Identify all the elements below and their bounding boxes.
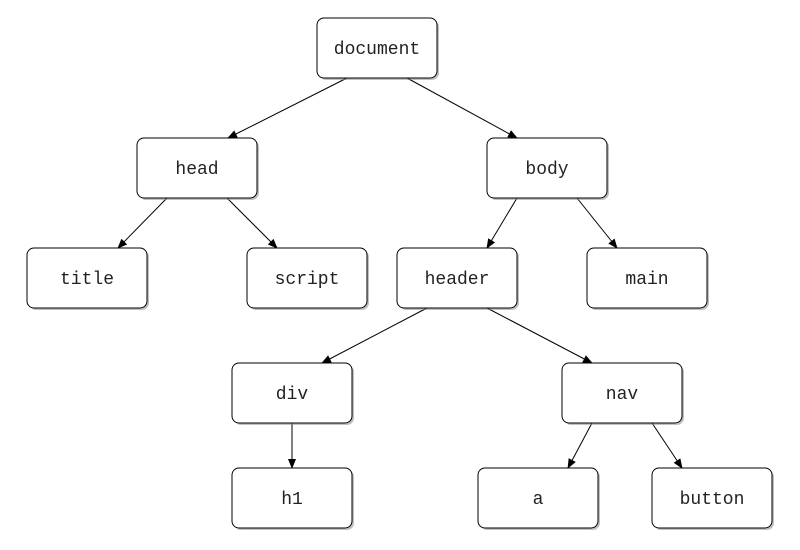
node-label-body: body: [525, 160, 568, 180]
node-label-main: main: [625, 270, 668, 290]
edge-document-to-body: [406, 77, 518, 139]
edge-head-to-title: [117, 197, 168, 249]
node-box: [651, 467, 773, 529]
node-nav: nav: [561, 362, 684, 425]
nodes-layer: document head body title script header main div…: [26, 17, 774, 530]
node-label-script: script: [275, 270, 340, 290]
node-label-head: head: [175, 160, 218, 180]
node-label-nav: nav: [606, 385, 639, 405]
node-h1: h1: [231, 467, 354, 530]
node-label-a: a: [533, 490, 544, 510]
node-body: body: [486, 137, 609, 200]
node-document: document: [316, 17, 439, 80]
node-label-h1: h1: [281, 490, 303, 510]
edge-head-to-script: [226, 197, 278, 249]
node-box: [586, 247, 708, 309]
edge-nav-to-a: [567, 422, 593, 469]
node-label-button: button: [680, 490, 745, 510]
node-box: [561, 362, 683, 424]
node-main: main: [586, 247, 709, 310]
node-label-header: header: [425, 270, 490, 290]
node-label-div: div: [276, 385, 309, 405]
node-box: [246, 247, 368, 309]
edges-layer: [117, 77, 683, 469]
node-a: a: [477, 467, 600, 530]
node-box: [136, 137, 258, 199]
node-label-title: title: [60, 270, 114, 290]
edge-document-to-head: [227, 77, 348, 139]
edge-header-to-div: [321, 307, 428, 364]
node-box: [26, 247, 148, 309]
edge-body-to-header: [486, 197, 518, 249]
node-box: [316, 17, 438, 79]
node-button: button: [651, 467, 774, 530]
node-box: [486, 137, 608, 199]
node-header: header: [396, 247, 519, 310]
edge-nav-to-button: [651, 422, 683, 469]
node-div: div: [231, 362, 354, 425]
edge-header-to-nav: [486, 307, 593, 364]
node-box: [231, 362, 353, 424]
edge-body-to-main: [576, 197, 618, 249]
node-label-document: document: [334, 40, 420, 60]
node-box: [396, 247, 518, 309]
node-head: head: [136, 137, 259, 200]
node-box: [231, 467, 353, 529]
node-box: [477, 467, 599, 529]
node-title: title: [26, 247, 149, 310]
node-script: script: [246, 247, 369, 310]
